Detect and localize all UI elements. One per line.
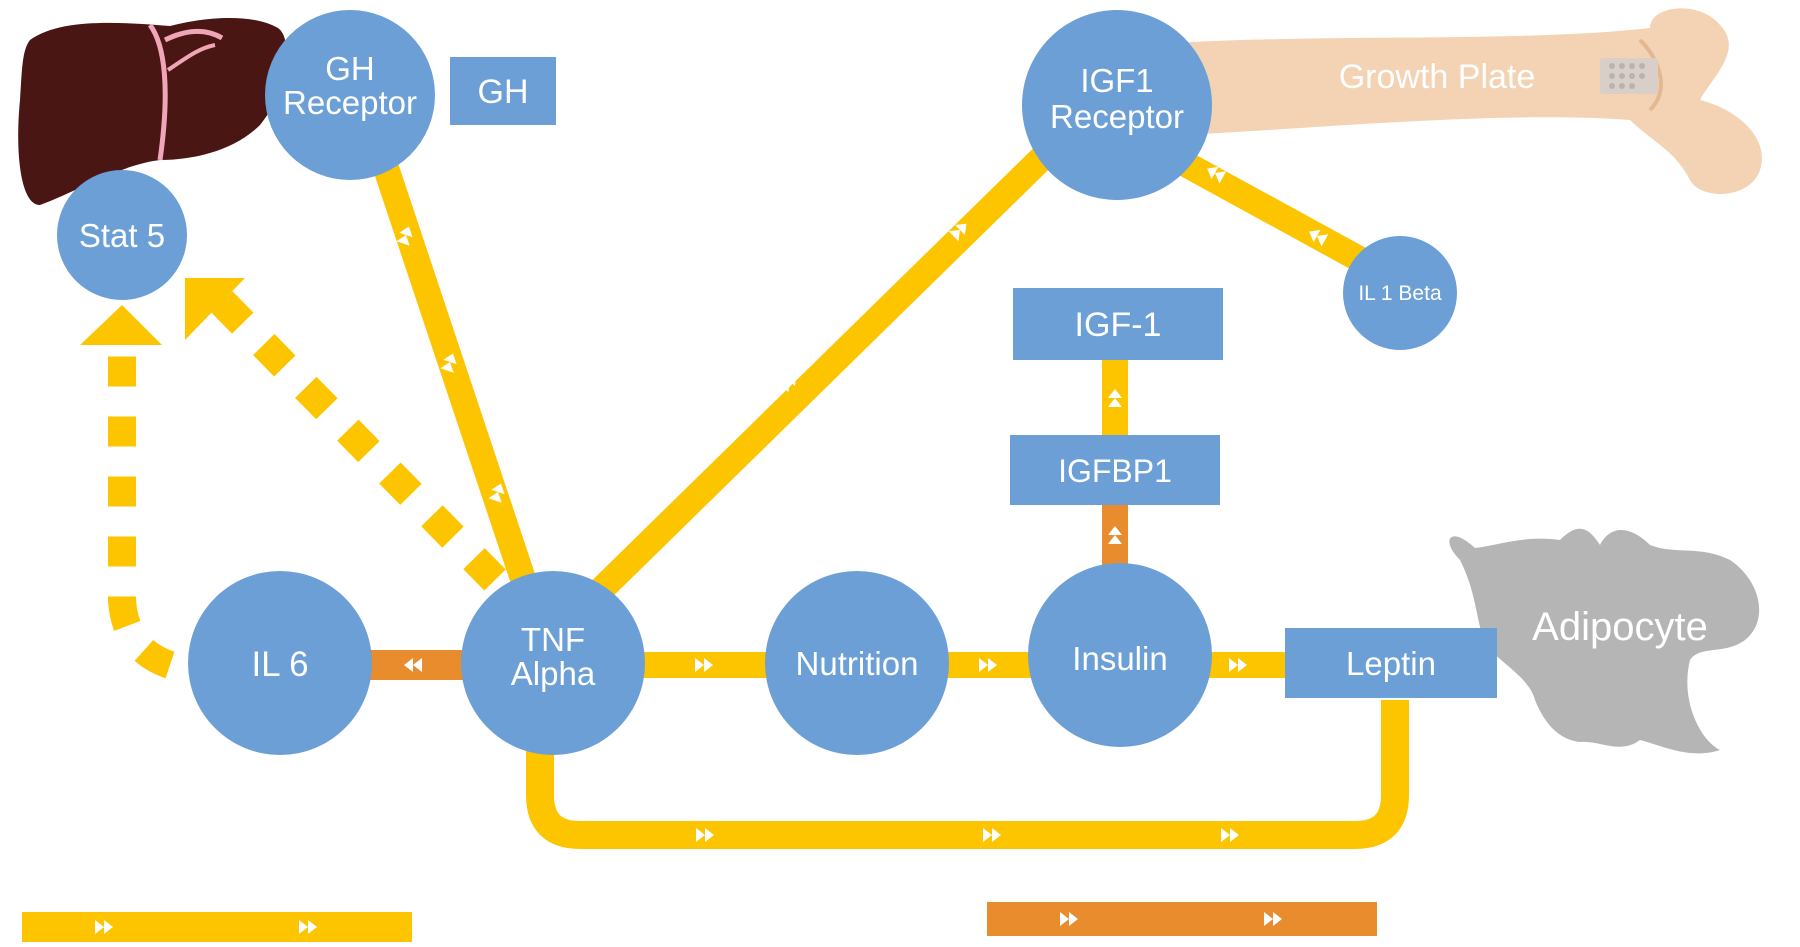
tnf-alpha-label-line1: TNF	[521, 621, 585, 658]
igf1-label: IGF-1	[1075, 306, 1162, 344]
adipocyte-shape	[1449, 528, 1760, 754]
chevron-icon	[640, 494, 664, 518]
path-tnf-to-igf1-receptor	[550, 140, 1060, 640]
legend-yellow-bar	[22, 912, 412, 942]
node-igfbp1: IGFBP1	[1010, 435, 1220, 505]
arrowhead-to-stat5-from-il6	[80, 305, 162, 345]
tnf-alpha-label-line2: Alpha	[511, 655, 596, 692]
il6-label: IL 6	[251, 645, 308, 684]
growth-plate-marker	[1600, 58, 1658, 94]
node-nutrition: Nutrition	[765, 571, 949, 755]
node-insulin: Insulin	[1028, 563, 1212, 747]
path-il6-to-stat5-dashed	[108, 350, 176, 679]
bone-illustration	[1090, 8, 1762, 194]
path-leptin-to-tnf-loop	[526, 700, 1409, 849]
node-il1-beta: IL 1 Beta	[1343, 236, 1457, 350]
igfbp1-label: IGFBP1	[1058, 453, 1172, 489]
il1-beta-label: IL 1 Beta	[1358, 282, 1442, 305]
insulin-label: Insulin	[1072, 640, 1167, 677]
stat5-label: Stat 5	[79, 217, 165, 254]
node-leptin: Leptin	[1285, 628, 1497, 698]
leptin-label: Leptin	[1346, 645, 1436, 682]
node-tnf-alpha: TNF Alpha	[461, 571, 645, 755]
node-igf1: IGF-1	[1013, 288, 1223, 360]
adipocyte-label: Adipocyte	[1532, 605, 1708, 649]
node-gh-receptor: GH Receptor	[265, 10, 435, 180]
adipocyte-illustration	[1449, 528, 1760, 754]
bone-shape	[1090, 8, 1762, 194]
liver-illustration	[18, 17, 287, 206]
igf1-receptor-label-line1: IGF1	[1080, 62, 1153, 99]
gh-receptor-label-line1: GH	[325, 50, 375, 87]
node-gh: GH	[450, 57, 556, 125]
node-igf1-receptor: IGF1 Receptor	[1022, 10, 1212, 200]
path-tnf-to-stat5-dashed	[209, 289, 506, 591]
gh-receptor-label-line2: Receptor	[283, 84, 417, 121]
growth-plate-label: Growth Plate	[1339, 58, 1536, 96]
legend-orange-bar	[987, 902, 1377, 936]
liver-shape	[18, 17, 287, 206]
arrowhead-to-stat5-from-tnf	[185, 278, 245, 340]
gh-label: GH	[478, 73, 529, 111]
node-il6: IL 6	[188, 571, 372, 755]
path-il1beta-to-igf1-receptor	[1153, 138, 1377, 277]
igf1-receptor-label-line2: Receptor	[1050, 98, 1184, 135]
nutrition-label: Nutrition	[796, 645, 919, 682]
node-stat5: Stat 5	[57, 170, 187, 300]
